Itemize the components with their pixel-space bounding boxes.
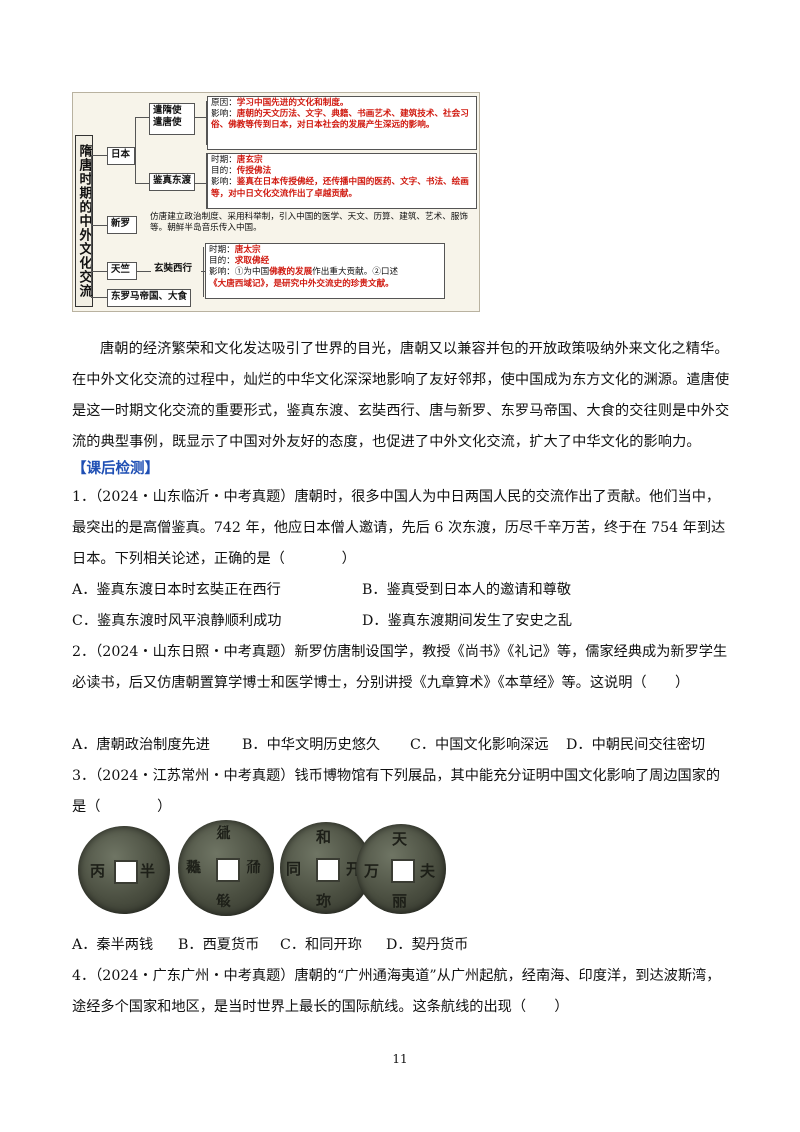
q2-option-b[interactable]: B．中华文明历史悠久 [242,737,381,753]
mindmap-diagram: 隋唐时期的中外文化交流 日本 遣隋使 遣唐使 原因：学习中国先进的文化和制度。 … [72,92,480,312]
section-title: 【课后检测】 [72,460,159,477]
mindmap-title: 隋唐时期的中外文化交流 [75,135,93,307]
q3-option-c[interactable]: C．和同开珎 [280,937,362,953]
page-number: 11 [392,1052,408,1066]
xuanzang-detail: 时期：唐太宗 目的：求取佛经 影响：①为中国佛教的发展作出重大贡献。②口述 《大… [205,243,445,299]
question-1: 1．（2024・山东临沂・中考真题）唐朝时，很多中国人为中日两国人民的交流作出了… [72,489,726,567]
q1-option-b[interactable]: B．鉴真受到日本人的邀请和尊敬 [362,582,572,598]
q1-option-c[interactable]: C．鉴真东渡时风平浪静顺利成功 [72,613,282,629]
q2-option-d[interactable]: D．中朝民间交往密切 [566,737,706,753]
q2-option-a[interactable]: A．唐朝政治制度先进 [72,737,210,753]
coin-khitan-image: 天 万 夫 丽 [356,824,446,914]
envoys-detail: 原因：学习中国先进的文化和制度。 影响：唐朝的天文历法、文字、典籍、书画艺术、建… [207,96,477,150]
coin-images: 丙 半 𗣼 𗖵 𗗙 𘓐 和 同 开 珎 天 万 夫 丽 [74,818,446,918]
coin-banliang-image: 丙 半 [78,826,170,914]
question-4: 4．（2024・广东广州・中考真题）唐朝的“广州通海夷道”从广州起航，经南海、印… [72,968,721,1015]
question-2-options: A．唐朝政治制度先进 B．中华文明历史悠久 C．中国文化影响深远 D．中朝民间交… [72,730,732,761]
q1-option-a[interactable]: A．鉴真东渡日本时玄奘正在西行 [72,582,281,598]
coin-wadokaichin-image: 和 同 开 珎 [280,822,372,914]
question-2: 2．（2024・山东日照・中考真题）新罗仿唐制设国学，教授《尚书》《礼记》等，儒… [72,644,728,691]
coin-xixia-image: 𗣼 𗖵 𗗙 𘓐 [178,820,274,916]
q3-option-d[interactable]: D．契丹货币 [386,937,469,953]
question-3: 3．（2024・江苏常州・中考真题）钱币博物馆有下列展品，其中能充分证明中国文化… [72,768,721,815]
q1-option-d[interactable]: D．鉴真东渡期间发生了安史之乱 [362,613,573,629]
q2-option-c[interactable]: C．中国文化影响深远 [410,737,549,753]
node-tianzhu: 天竺 [107,262,137,280]
node-xuanzang: 玄奘西行 [154,263,193,274]
question-3-options: A．秦半两钱 B．西夏货币 C．和同开珎 D．契丹货币 [72,930,732,961]
node-jianzhen: 鉴真东渡 [149,173,195,191]
q3-option-a[interactable]: A．秦半两钱 [72,937,154,953]
node-rome-dashi: 东罗马帝国、大食 [107,289,191,307]
node-envoys: 遣隋使 遣唐使 [149,103,195,135]
jianzhen-detail: 时期：唐玄宗 目的：传授佛法 影响：鉴真在日本传授佛经，还传播中国的医药、文字、… [207,153,477,209]
silla-detail: 仿唐建立政治制度、采用科举制，引入中国的医学、天文、历算、建筑、艺术、服饰等。朝… [150,212,468,234]
node-silla: 新罗 [107,216,137,234]
question-1-options: A．鉴真东渡日本时玄奘正在西行 B．鉴真受到日本人的邀请和尊敬 C．鉴真东渡时风… [72,575,732,637]
node-japan: 日本 [107,147,135,165]
summary-paragraph: 唐朝的经济繁荣和文化发达吸引了世界的目光，唐朝又以兼容并包的开放政策吸纳外来文化… [72,341,730,450]
q3-option-b[interactable]: B．西夏货币 [178,937,260,953]
